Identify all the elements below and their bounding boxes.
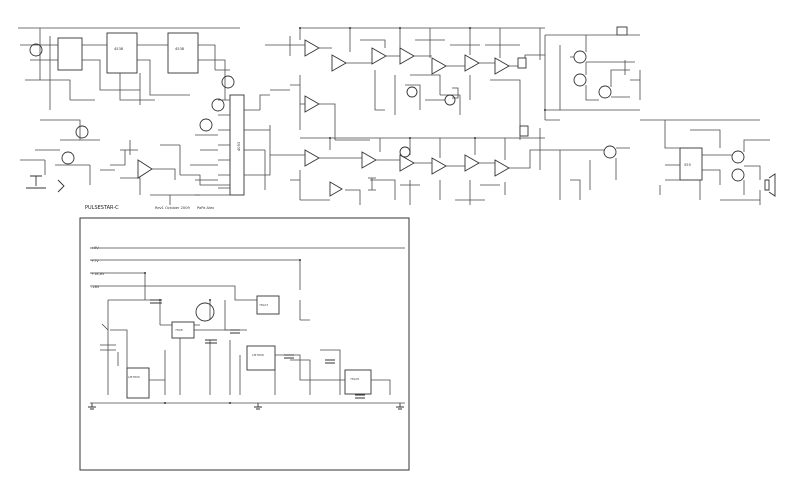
opamp-u2 <box>304 95 320 113</box>
transistor-q11 <box>573 73 587 87</box>
rail-label-18-6v: +18,6V <box>91 272 105 276</box>
title-block: PULSESTAR-C Rev1 October 2009 PaPa Alex <box>85 205 215 211</box>
opamp-u4 <box>371 47 387 65</box>
transistor-q13 <box>603 145 617 159</box>
diode-group <box>26 175 65 193</box>
ic-left-block <box>57 37 83 71</box>
opamp-l6 <box>494 159 510 177</box>
ic-4053-label: 4053 <box>237 142 241 151</box>
opamp-l3 <box>399 154 415 172</box>
opamp-l5 <box>464 154 480 172</box>
opamp-l2 <box>361 151 377 169</box>
transistor-q5 <box>199 118 213 132</box>
opamp-u3 <box>331 54 347 72</box>
reg-78l05-label: 78L05 <box>350 377 359 381</box>
ic-555 <box>679 147 703 181</box>
transistor-q15 <box>731 168 745 182</box>
speaker-icon <box>764 173 776 197</box>
transistor-q10 <box>573 50 587 64</box>
relay-lower <box>519 125 529 137</box>
pass-transistor <box>195 302 215 322</box>
ic-555-label: 555 <box>684 163 691 167</box>
reg-78l07-label: 78L07 <box>259 303 268 307</box>
opamp-l1 <box>304 149 320 167</box>
transistor-q2 <box>75 125 89 139</box>
junction-dots <box>144 27 546 404</box>
transistor-q1 <box>29 43 43 57</box>
schematic-revision: Rev1 October 2009 <box>155 206 190 210</box>
transistor-q12 <box>598 85 612 99</box>
reg-lm7805 <box>126 367 150 399</box>
reg-lm7806-label: LM7806 <box>252 353 264 357</box>
ground-symbols <box>88 403 404 410</box>
reg-78l07 <box>256 295 280 315</box>
opamp-l7 <box>329 181 343 197</box>
reg-lm7806 <box>246 345 276 371</box>
ic-4538-b-label: 4538 <box>175 47 185 51</box>
opamp-input <box>137 159 153 179</box>
opamp-u7 <box>464 54 480 72</box>
transistor-q8 <box>444 94 456 106</box>
lower-filter-chain <box>270 125 545 205</box>
ic-4538-a <box>106 32 138 74</box>
right-top-section <box>544 26 641 121</box>
jack-top <box>616 26 628 36</box>
opamp-u8 <box>494 57 510 75</box>
power-supply-box: +9V +7V +18,6V -18V 78L07 7808 LM7805 LM… <box>79 217 410 471</box>
capacitor-group <box>150 299 365 399</box>
ic-4538-b <box>167 32 199 74</box>
transistor-q3 <box>211 98 225 112</box>
ic-4538-a-label: 4538 <box>114 47 124 51</box>
reg-lm7805-label: LM7805 <box>128 375 140 379</box>
transistor-q14 <box>731 150 745 164</box>
schematic-author: PaPa Alex <box>197 206 215 210</box>
rail-label-minus-18v: -18V <box>91 285 100 289</box>
relay-upper <box>517 57 527 69</box>
transistor-q9 <box>399 146 411 158</box>
opamp-u1 <box>304 39 320 57</box>
upper-filter-chain <box>265 27 545 141</box>
right-bottom-section: 555 <box>545 119 776 205</box>
schematic-title: PULSESTAR-C <box>85 205 119 211</box>
reg-78l05 <box>344 369 372 395</box>
transistor-q4 <box>221 75 235 89</box>
trigger-section: 4538 4538 <box>18 27 240 195</box>
transistor-q6 <box>61 151 75 165</box>
rail-label-7v: +7V <box>91 259 99 263</box>
reg-7808-label: 7808 <box>175 328 183 332</box>
opamp-u6 <box>431 57 447 75</box>
transistor-q7 <box>406 86 418 98</box>
opamp-l4 <box>431 157 447 175</box>
switch-section: 4053 <box>150 94 271 205</box>
opamp-u5 <box>399 47 415 65</box>
